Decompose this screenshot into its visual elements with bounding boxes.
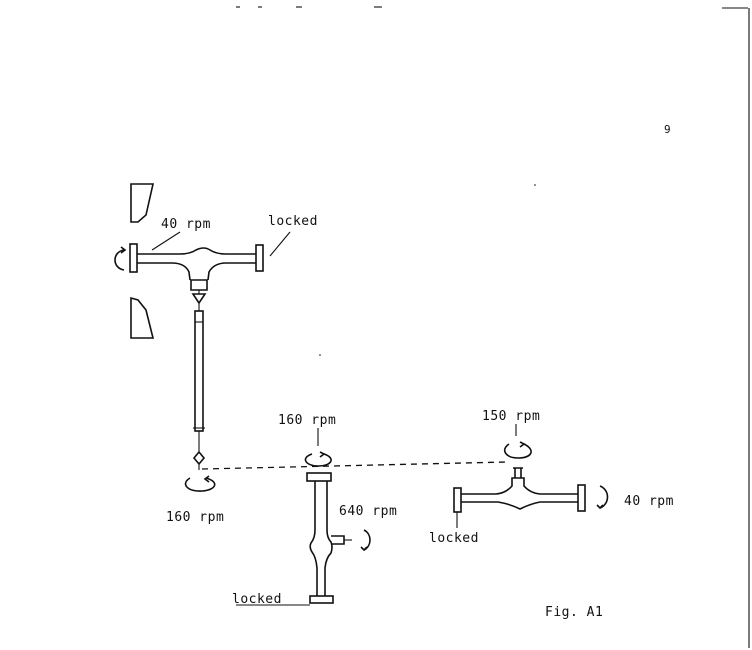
rotor-rotation-arrow bbox=[114, 249, 125, 271]
right-side-rotation-arrow bbox=[599, 485, 609, 509]
dashed-connection bbox=[201, 461, 508, 470]
middle-side-speed-label: 640 rpm bbox=[339, 504, 397, 519]
shaft-rotation-arrow bbox=[184, 477, 216, 492]
middle-top-rotation-arrow bbox=[304, 453, 332, 467]
scan-artifacts bbox=[236, 6, 750, 648]
right-side-speed-label: 40 rpm bbox=[624, 494, 674, 509]
page-number: 9 bbox=[664, 123, 671, 136]
rotor-speed-label: 40 rpm bbox=[161, 217, 211, 232]
right-top-speed-label: 150 rpm bbox=[482, 409, 540, 424]
rotor-locked-label: locked bbox=[268, 214, 318, 229]
figure-caption: Fig. A1 bbox=[545, 605, 603, 620]
rotor-hub-plate bbox=[129, 243, 138, 273]
right-locked-label: locked bbox=[429, 531, 479, 546]
shaft-bottom-speed-label: 160 rpm bbox=[166, 510, 224, 525]
middle-locked-label: locked bbox=[232, 592, 282, 607]
right-locked-plate bbox=[453, 487, 462, 513]
middle-top-plate bbox=[306, 472, 332, 482]
scan-specks bbox=[319, 184, 536, 356]
middle-locked-plate bbox=[309, 595, 334, 604]
wind-rotor-assembly bbox=[114, 183, 291, 339]
rotor-t-axle bbox=[137, 247, 256, 281]
rotor-blade-lower bbox=[130, 296, 155, 339]
rotor-speed-leader bbox=[151, 231, 181, 251]
right-top-rotation-arrow bbox=[503, 443, 532, 459]
rotor-blade-upper bbox=[130, 183, 155, 223]
rotor-locked-leader bbox=[269, 231, 291, 257]
right-output-plate bbox=[577, 484, 586, 512]
vertical-shaft bbox=[184, 303, 216, 492]
middle-gearbox-assembly bbox=[236, 428, 371, 606]
rotor-locked-plate bbox=[255, 244, 264, 272]
middle-top-speed-label: 160 rpm bbox=[278, 413, 336, 428]
right-gearbox-assembly bbox=[453, 424, 609, 528]
